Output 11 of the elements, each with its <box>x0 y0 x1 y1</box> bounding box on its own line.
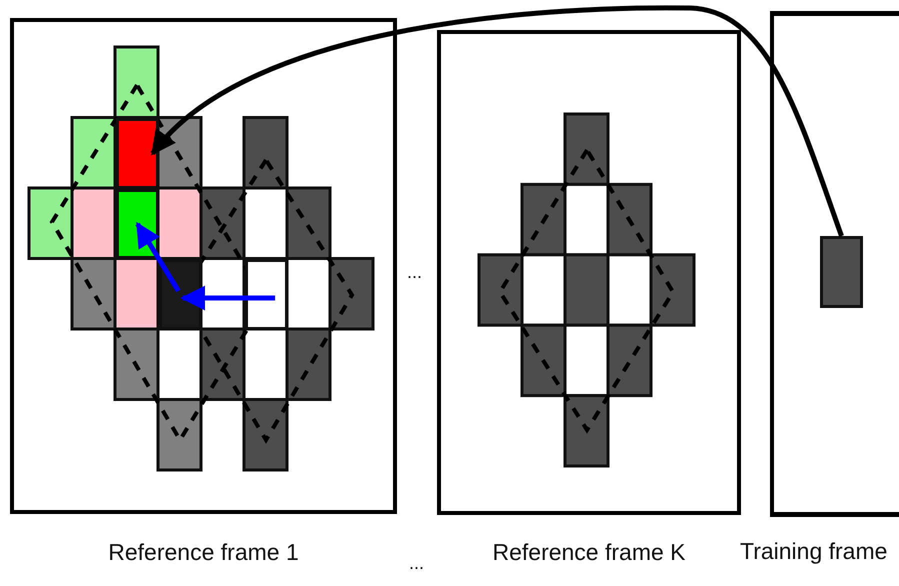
block-cell <box>116 118 159 189</box>
arrow <box>135 222 180 292</box>
ellipsis-text: ... <box>409 553 424 574</box>
arrow <box>150 5 844 237</box>
block-cell <box>245 259 288 330</box>
block-cell <box>820 236 863 308</box>
frame-caption: Training frame <box>740 538 888 565</box>
arrow <box>180 286 276 311</box>
frame-caption: Reference frame K <box>492 539 686 566</box>
frame-caption: Reference frame 1 <box>108 539 299 566</box>
ellipsis-text: ... <box>407 262 422 283</box>
